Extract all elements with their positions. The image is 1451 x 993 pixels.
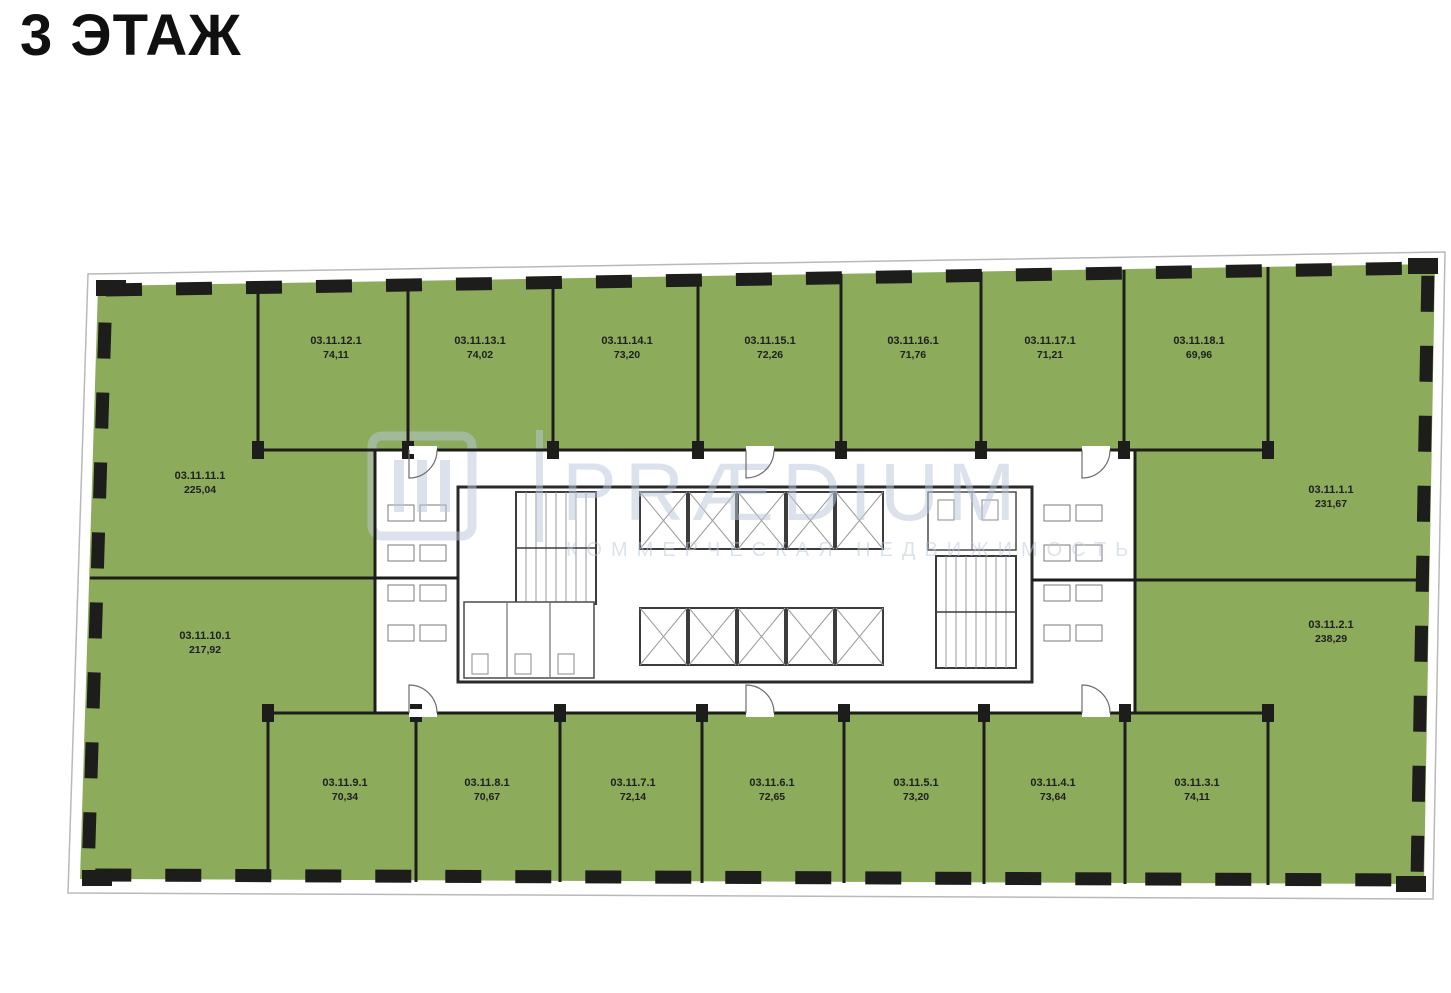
unit-area: 74,11: [323, 349, 349, 361]
doors: [408, 446, 1111, 717]
unit-label: 03.11.13.1 74,02: [454, 335, 505, 361]
unit-area: 72,14: [620, 791, 646, 803]
corner-columns: [82, 258, 1438, 892]
unit-code: 03.11.7.1: [610, 777, 655, 789]
elevator-shaft-icon: [737, 607, 786, 666]
unit-area: 73,20: [614, 349, 640, 361]
unit-code: 03.11.18.1: [1173, 335, 1224, 347]
unit-area: 71,21: [1037, 349, 1063, 361]
door-icon: [1081, 446, 1111, 479]
unit-area: 225,04: [184, 484, 216, 496]
unit-code: 03.11.9.1: [322, 777, 367, 789]
unit-area: 238,29: [1315, 633, 1347, 645]
unit-code: 03.11.3.1: [1174, 777, 1219, 789]
unit-area: 74,11: [1184, 791, 1210, 803]
elevator-shaft-icon: [639, 607, 688, 666]
unit-code: 03.11.12.1: [310, 335, 361, 347]
unit-label: 03.11.16.1 71,76: [887, 335, 938, 361]
elevator-shaft-icon: [688, 607, 737, 666]
unit-code: 03.11.16.1: [887, 335, 938, 347]
unit-code: 03.11.1.1: [1308, 484, 1353, 496]
watermark-logo-icon: [367, 430, 543, 542]
perimeter-columns: [81, 261, 1435, 887]
unit-area: 217,92: [189, 644, 221, 656]
unit-label: 03.11.12.1 74,11: [310, 335, 361, 361]
unit-label: 03.11.1.1 231,67: [1308, 484, 1353, 510]
watermark-brand: PRÆDIUM: [562, 447, 1023, 538]
unit-label: 03.11.17.1 71,21: [1024, 335, 1075, 361]
restroom-left: [463, 601, 595, 679]
unit-code: 03.11.17.1: [1024, 335, 1075, 347]
unit-label: 03.11.2.1 238,29: [1308, 619, 1353, 645]
unit-code: 03.11.8.1: [464, 777, 509, 789]
unit-area: 70,67: [474, 791, 500, 803]
elevator-shaft-icon: [835, 607, 884, 666]
door-icon: [408, 446, 438, 479]
unit-label: 03.11.8.1 70,67: [464, 777, 509, 803]
unit-area: 70,34: [332, 791, 358, 803]
unit-label: 03.11.9.1 70,34: [322, 777, 367, 803]
unit-label: 03.11.3.1 74,11: [1174, 777, 1219, 803]
core: [456, 485, 1034, 684]
unit-area: 73,64: [1040, 791, 1066, 803]
page-title: 3 ЭТАЖ: [20, 3, 242, 68]
stairwell-right-icon: [935, 555, 1017, 669]
unit-code: 03.11.13.1: [454, 335, 505, 347]
unit-label: 03.11.15.1 72,26: [744, 335, 795, 361]
watermark: PRÆDIUM КОММЕРЧЕСКАЯ НЕДВИЖИМОСТЬ: [367, 430, 1137, 561]
unit-area: 72,26: [757, 349, 783, 361]
door-icon: [1081, 684, 1111, 717]
door-icon: [408, 684, 438, 717]
door-icon: [745, 446, 775, 479]
unit-code: 03.11.2.1: [1308, 619, 1353, 631]
restroom-right: [927, 491, 1017, 551]
unit-code: 03.11.15.1: [744, 335, 795, 347]
unit-label: 03.11.11.1 225,04: [175, 470, 226, 496]
unit-code: 03.11.11.1: [175, 470, 226, 482]
unit-area: 231,67: [1315, 498, 1347, 510]
unit-area: 74,02: [467, 349, 493, 361]
unit-labels: 03.11.12.1 74,11 03.11.13.1 74,02 03.11.…: [175, 335, 1354, 803]
unit-label: 03.11.4.1 73,64: [1030, 777, 1075, 803]
unit-area: 72,65: [759, 791, 785, 803]
watermark-subtitle: КОММЕРЧЕСКАЯ НЕДВИЖИМОСТЬ: [566, 539, 1137, 561]
unit-code: 03.11.5.1: [893, 777, 938, 789]
unit-area: 71,76: [900, 349, 926, 361]
elevator-shaft-icon: [786, 607, 835, 666]
unit-code: 03.11.14.1: [601, 335, 652, 347]
unit-code: 03.11.4.1: [1030, 777, 1075, 789]
unit-label: 03.11.18.1 69,96: [1173, 335, 1224, 361]
unit-label: 03.11.14.1 73,20: [601, 335, 652, 361]
door-icon: [745, 684, 775, 717]
unit-label: 03.11.6.1 72,65: [749, 777, 794, 803]
unit-code: 03.11.10.1: [179, 630, 230, 642]
unit-label: 03.11.5.1 73,20: [893, 777, 938, 803]
unit-label: 03.11.7.1 72,14: [610, 777, 655, 803]
unit-code: 03.11.6.1: [749, 777, 794, 789]
unit-area: 69,96: [1186, 349, 1212, 361]
unit-label: 03.11.10.1 217,92: [179, 630, 230, 656]
unit-area: 73,20: [903, 791, 929, 803]
